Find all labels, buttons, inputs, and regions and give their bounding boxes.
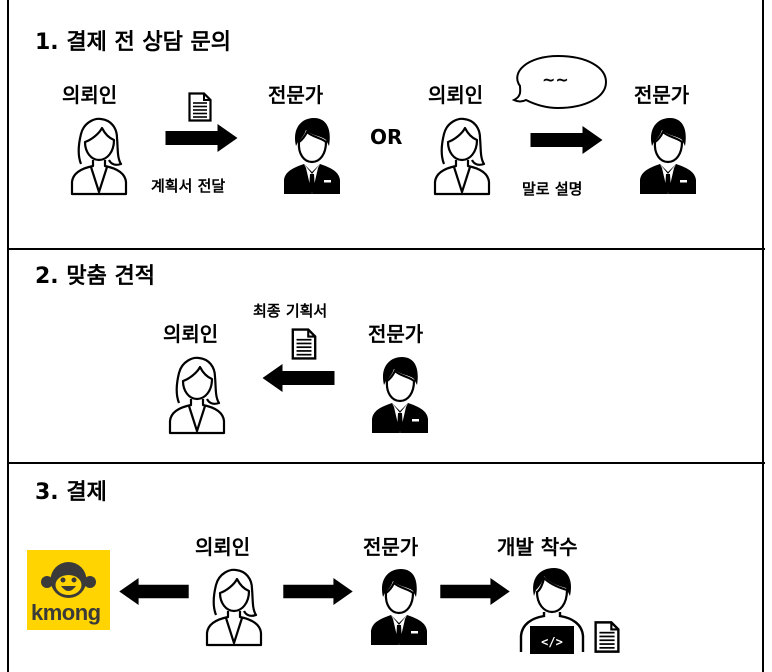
- section-1-title: 1. 결제 전 상담 문의: [35, 30, 231, 55]
- kmong-logo-text: kmong: [31, 600, 101, 625]
- diagram-frame: [7, 0, 764, 672]
- svg-text:</>: </>: [541, 635, 563, 649]
- document-icon: [291, 328, 317, 360]
- expert-man-icon: [368, 567, 430, 647]
- arrow-left-icon: [118, 578, 190, 605]
- document-icon: [594, 620, 620, 654]
- expert-label: 전문가: [634, 83, 690, 107]
- arrow-right-icon: [282, 578, 354, 605]
- arrow-left-icon: [262, 364, 335, 392]
- expert-man-icon: [282, 116, 342, 196]
- client-label: 의뢰인: [195, 535, 251, 559]
- expert-label: 전문가: [268, 83, 324, 107]
- client-woman-icon: [203, 567, 265, 647]
- client-label: 의뢰인: [428, 83, 484, 107]
- client-woman-icon: [68, 116, 130, 196]
- section-divider: [7, 462, 765, 464]
- section-2-title: 2. 맞춤 견적: [35, 264, 155, 289]
- expert-man-icon: [638, 116, 698, 196]
- document-icon: [188, 92, 212, 122]
- doc-caption: 최종 기획서: [253, 302, 328, 320]
- expert-label: 전문가: [363, 535, 419, 559]
- dev-start-label: 개발 착수: [497, 535, 578, 559]
- arrow-right-icon: [530, 126, 603, 154]
- developer-laptop-icon: </>: [519, 568, 585, 654]
- or-label: OR: [370, 125, 403, 149]
- expert-label: 전문가: [368, 322, 424, 346]
- expert-man-icon: [370, 355, 430, 435]
- speech-caption: 말로 설명: [522, 180, 583, 198]
- client-label: 의뢰인: [62, 83, 118, 107]
- section-divider: [7, 248, 765, 250]
- arrow-right-icon: [440, 578, 510, 605]
- client-woman-icon: [166, 355, 228, 435]
- client-woman-icon: [431, 116, 493, 196]
- speech-bubble-icon: [511, 54, 608, 110]
- monkey-icon: [41, 562, 96, 598]
- client-label: 의뢰인: [163, 322, 219, 346]
- kmong-logo: kmong: [27, 550, 110, 630]
- doc-caption: 계획서 전달: [151, 177, 226, 195]
- arrow-right-icon: [165, 124, 238, 152]
- section-3-title: 3. 결제: [35, 480, 107, 505]
- speech-text: ~~: [542, 70, 569, 89]
